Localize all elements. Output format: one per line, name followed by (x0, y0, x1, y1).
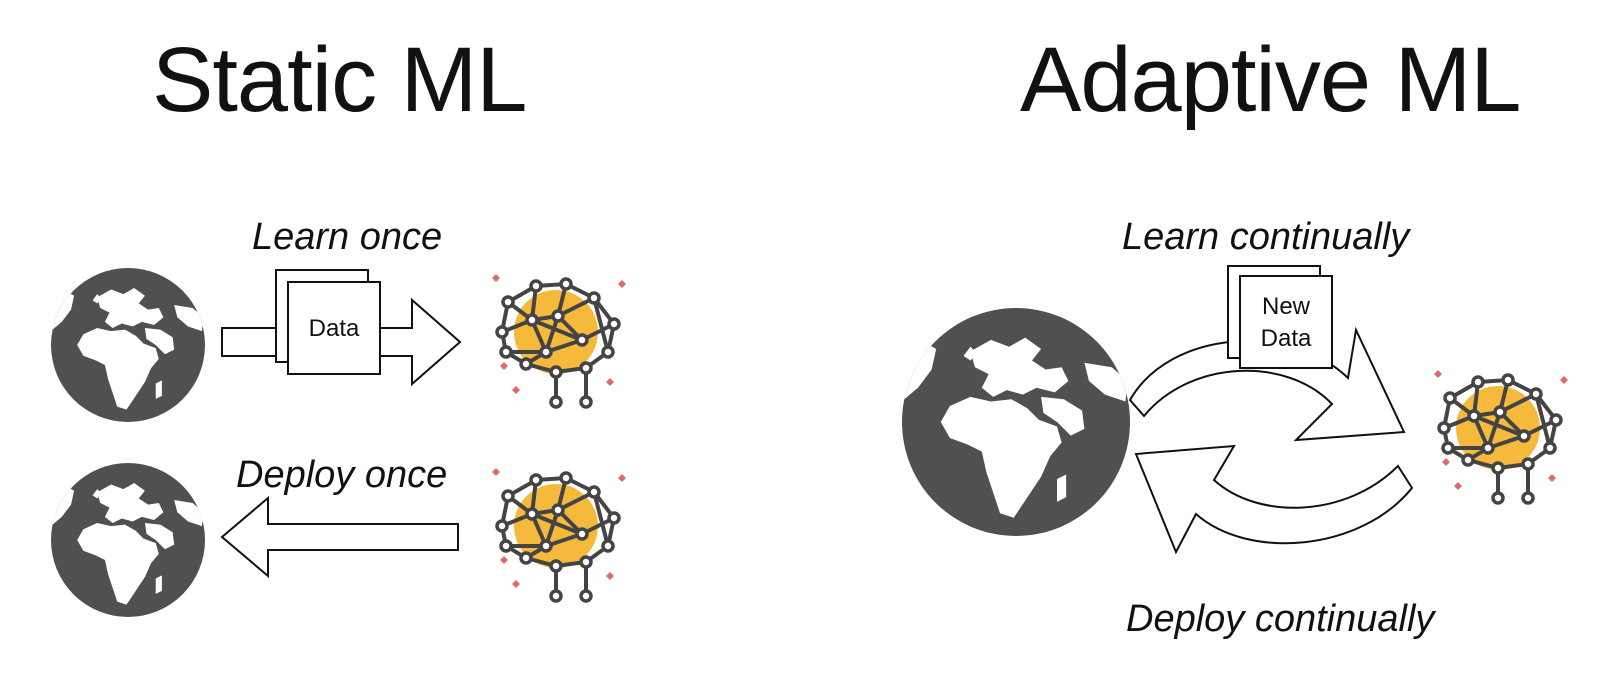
document-stack-icon: New Data (1227, 265, 1333, 369)
data-label: Data (309, 315, 360, 342)
globe-icon (902, 308, 1130, 536)
adaptive-ml-title: Adaptive ML (1020, 29, 1521, 131)
brain-network-icon (490, 272, 628, 409)
deploy-once-caption: Deploy once (236, 454, 448, 496)
static-ml-title: Static ML (152, 29, 527, 131)
new-data-label-line1: New (1262, 293, 1311, 320)
deploy-once-arrow (220, 495, 459, 579)
deploy-continually-arrow (1134, 444, 1414, 555)
globe-icon (51, 268, 205, 422)
learn-continually-caption: Learn continually (1122, 216, 1410, 258)
globe-icon (51, 463, 205, 617)
new-data-label-line2: Data (1261, 325, 1312, 352)
learn-continually-arrow (1128, 326, 1406, 442)
deploy-continually-caption: Deploy continually (1126, 598, 1435, 640)
brain-network-icon (490, 466, 628, 603)
learn-once-caption: Learn once (252, 216, 443, 258)
document-stack-icon: Data (275, 269, 381, 375)
brain-network-icon (1432, 368, 1570, 505)
